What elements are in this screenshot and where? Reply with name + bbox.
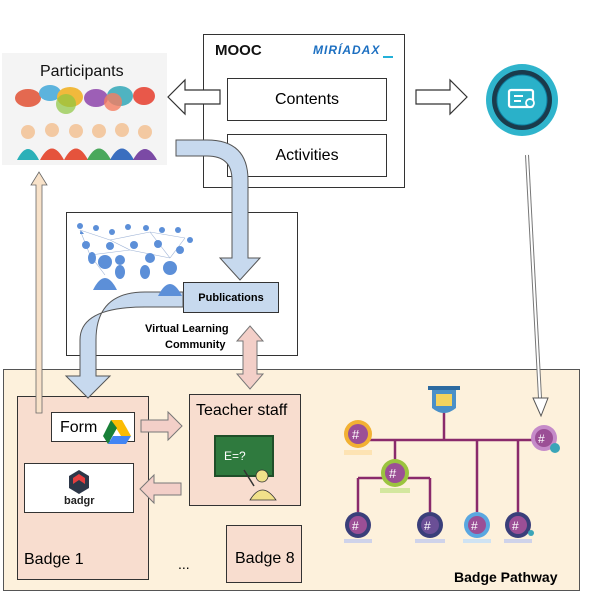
network-people-icon (77, 223, 193, 296)
svg-text:#: # (352, 427, 360, 442)
community-label-line2: Community (165, 339, 226, 351)
arrow-to-award (415, 78, 468, 116)
hashtag-badge-bottom-1: # (344, 512, 372, 543)
hashtag-badge-icon: # # # # (344, 386, 560, 543)
svg-text:#: # (538, 432, 545, 446)
activities-box[interactable]: Activities (227, 134, 387, 177)
google-drive-icon (103, 420, 131, 444)
participants-title: Participants (40, 63, 124, 80)
badge-1-label: Badge 1 (24, 551, 84, 568)
activities-label: Activities (275, 146, 339, 164)
hashtag-badge-bottom-3: # (463, 512, 491, 543)
teacher-board-icon: E=? (214, 435, 277, 501)
participants-group-icon (15, 85, 157, 160)
svg-text:#: # (389, 466, 397, 481)
svg-text:#: # (471, 519, 478, 533)
publications-label: Publications (198, 291, 264, 304)
badge-award-icon (486, 64, 558, 136)
participants-panel (2, 53, 167, 165)
arrow-community-teacher (235, 325, 265, 390)
teacher-staff-box (189, 394, 301, 506)
hashtag-badge-bottom-2: # (415, 512, 445, 543)
arrow-mooc-to-publications (175, 139, 262, 281)
arrow-award-to-pathway-head (532, 397, 549, 418)
teacher-staff-title: Teacher staff (196, 402, 288, 419)
hashtag-badge-top (428, 386, 460, 413)
svg-text:E=?: E=? (224, 449, 246, 463)
badgr-label: badgr (64, 495, 95, 507)
mooc-title: MOOC (215, 42, 262, 59)
arrow-teacher-to-badgr (139, 473, 182, 505)
svg-text:#: # (512, 519, 519, 533)
hashtag-badge-mid: # (380, 459, 410, 493)
arrow-badge1-to-participants (30, 171, 48, 414)
badge-pathway-tree (356, 412, 542, 512)
contents-box[interactable]: Contents (227, 78, 387, 121)
miriadax-logo-underline (383, 56, 393, 58)
arrow-form-to-teacher (140, 410, 183, 442)
svg-text:#: # (424, 519, 431, 533)
hashtag-badge-left: # (344, 420, 372, 455)
contents-label: Contents (274, 90, 340, 108)
community-label-line1: Virtual Learning (145, 323, 229, 335)
hashtag-badge-bottom-4: # (504, 512, 534, 543)
hashtag-badge-right: # (531, 425, 560, 453)
miriadax-logo: MIRÍADAX (313, 43, 381, 57)
svg-text:#: # (352, 519, 359, 533)
badge-pathway-label: Badge Pathway (454, 569, 558, 585)
ellipsis: ... (178, 556, 190, 572)
arrow-publications-to-badge1 (64, 291, 184, 399)
badge-8-label: Badge 8 (235, 550, 295, 567)
badgr-logo-icon (69, 470, 89, 494)
badge-8-box (226, 525, 302, 583)
arrow-to-participants (167, 78, 221, 116)
publications-box[interactable]: Publications (183, 282, 279, 313)
form-label: Form (60, 419, 98, 436)
